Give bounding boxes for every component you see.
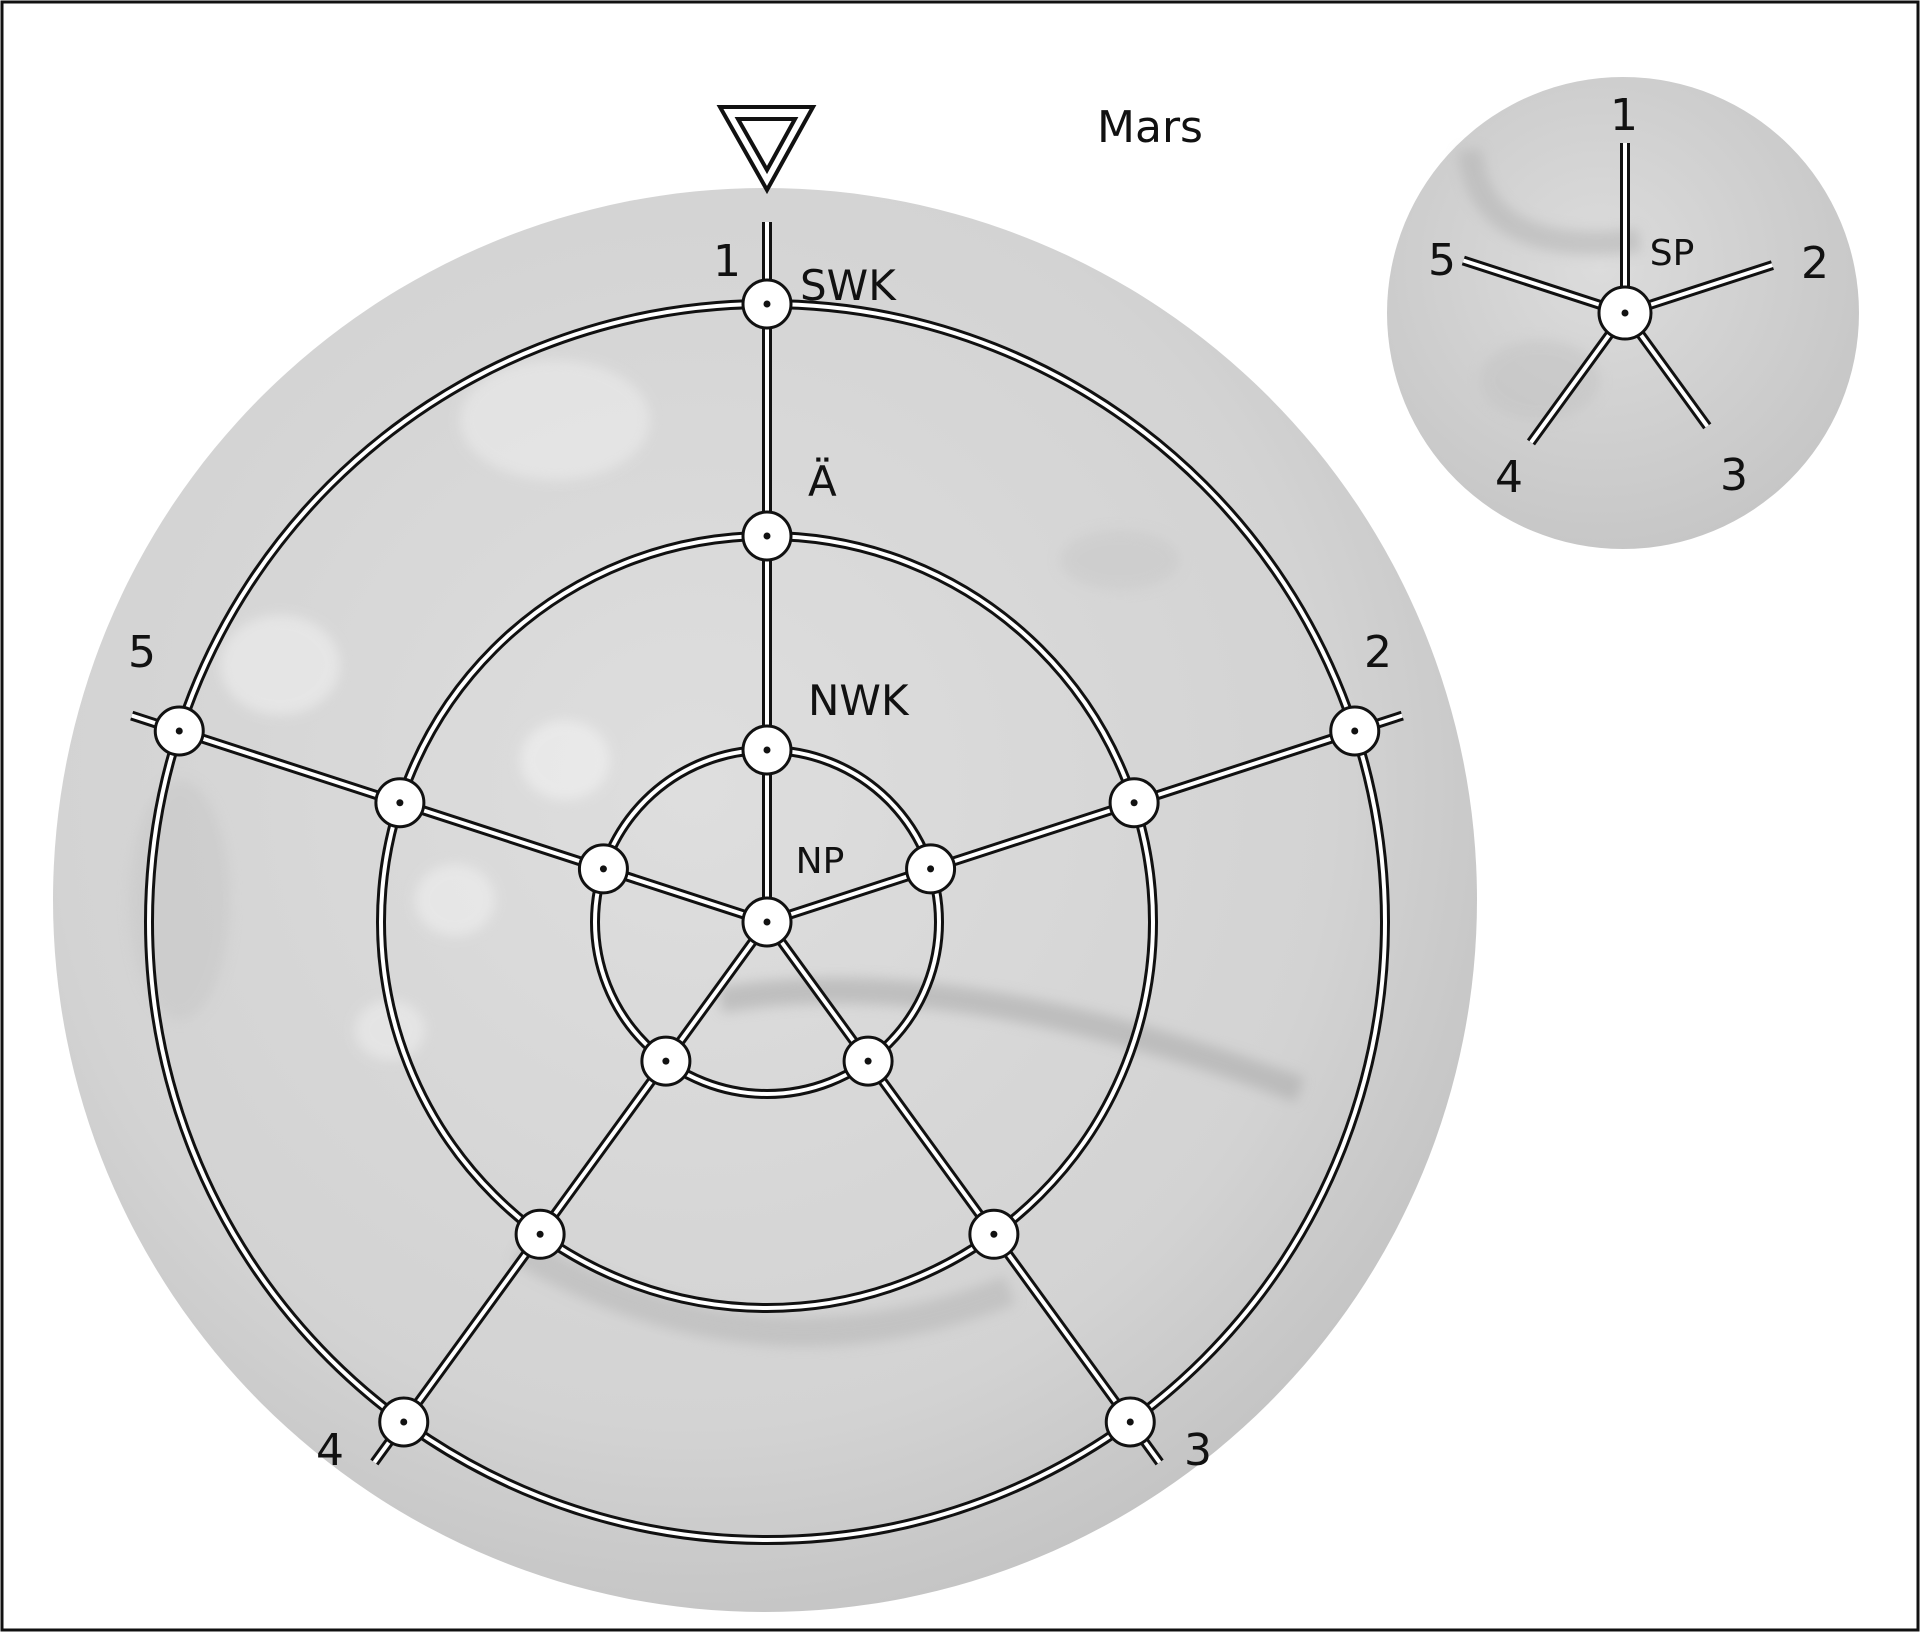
spoke-4-inner <box>372 920 769 1464</box>
outer-ring-node-2-dot <box>1351 727 1359 735</box>
inset-map: SP 1 2 3 4 5 <box>1387 77 1859 549</box>
middle-ring-node-5 <box>374 777 426 829</box>
inner-ring-node-3 <box>842 1035 894 1087</box>
inset-spoke-label-3: 3 <box>1720 450 1748 501</box>
inner-ring-node-1 <box>741 724 793 776</box>
navigation-network <box>130 222 1404 1545</box>
inner-ring-node-5-dot <box>599 865 607 873</box>
middle-ring-node-3 <box>968 1208 1020 1260</box>
inner-ring-node-4 <box>640 1035 692 1087</box>
inner-ring-node-4-dot <box>662 1057 670 1065</box>
figure-title: Mars <box>1097 102 1203 153</box>
inner-ring-node-2 <box>905 843 957 895</box>
spoke-label-2: 2 <box>1364 627 1392 678</box>
north-pole-node-dot <box>763 918 771 926</box>
spoke-3-inner <box>765 920 1162 1464</box>
outer-ring-node-2 <box>1329 705 1381 757</box>
inner-ring-node-2-dot <box>927 865 935 873</box>
outer-ring-node-5-dot <box>175 727 183 735</box>
middle-ring-node-1-dot <box>763 532 771 540</box>
middle-ring-node-4-dot <box>536 1230 544 1238</box>
outer-ring-node-4-dot <box>400 1418 408 1426</box>
outer-ring-node-5 <box>153 705 205 757</box>
outer-ring-node-3-dot <box>1126 1418 1134 1426</box>
nabla-triangle-icon <box>716 105 817 195</box>
middle-ring-label: Ä <box>808 456 837 506</box>
spoke-5-inner <box>131 713 768 924</box>
main-map: SWK Ä NWK NP 1 2 3 4 5 <box>53 105 1477 1612</box>
north-pole-node <box>741 896 793 948</box>
spoke-label-4: 4 <box>316 1425 344 1476</box>
inset-spoke-5 <box>1461 255 1627 318</box>
inset-spoke-label-5: 5 <box>1428 235 1456 286</box>
middle-ring-node-5-dot <box>396 799 404 807</box>
outer-ring-label: SWK <box>800 261 897 310</box>
middle-ring-node-4 <box>514 1208 566 1260</box>
inset-labels: SP 1 2 3 4 5 <box>1428 90 1829 503</box>
surface-relief <box>130 360 1305 1347</box>
outer-ring-node-4 <box>378 1396 430 1448</box>
middle-ring-node-2 <box>1108 777 1160 829</box>
middle-ring-node-1 <box>741 510 793 562</box>
inset-spoke-label-4: 4 <box>1495 452 1523 503</box>
inset-spoke-label-1: 1 <box>1610 90 1638 141</box>
spoke-label-5: 5 <box>128 627 156 678</box>
spoke-label-1: 1 <box>713 236 741 287</box>
inset-relief <box>1458 148 1642 420</box>
south-pole-label: SP <box>1650 233 1695 274</box>
middle-ring-node-3-dot <box>990 1230 998 1238</box>
outer-ring-node-3 <box>1104 1396 1156 1448</box>
inset-spoke-label-2: 2 <box>1801 238 1829 289</box>
spoke-label-3: 3 <box>1184 1425 1212 1476</box>
inner-ring-node-1-dot <box>763 746 771 754</box>
spoke-3 <box>762 919 1164 1466</box>
inner-ring-node-5 <box>577 843 629 895</box>
inset-network <box>1461 143 1774 446</box>
outer-ring-node-1 <box>741 278 793 330</box>
south-pole-node-dot <box>1621 309 1629 317</box>
north-pole-label: NP <box>796 841 845 882</box>
inner-ring-label: NWK <box>808 676 910 725</box>
spoke-2-inner <box>766 713 1403 924</box>
outer-ring-node-1-dot <box>763 300 771 308</box>
south-pole-node <box>1597 285 1653 341</box>
spoke-5 <box>130 710 769 927</box>
middle-ring-node-2-dot <box>1130 799 1138 807</box>
spoke-4 <box>370 919 772 1466</box>
spoke-2 <box>765 710 1404 927</box>
main-map-labels: SWK Ä NWK NP 1 2 3 4 5 <box>128 236 1392 1476</box>
inset-spoke-5-inner <box>1462 258 1626 315</box>
inner-ring-node-3-dot <box>864 1057 872 1065</box>
